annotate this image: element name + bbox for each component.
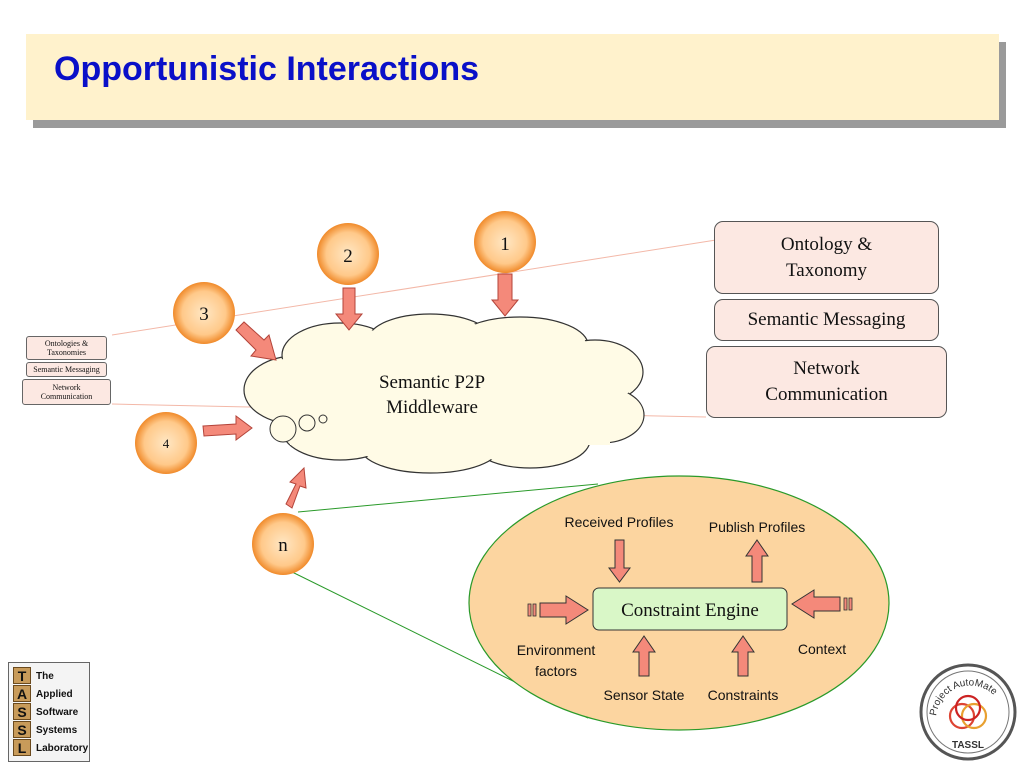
peer1-arrow xyxy=(490,273,520,317)
ontology-line2: Taxonomy xyxy=(786,259,867,281)
middleware-cloud xyxy=(243,313,645,474)
small-network-line1: Network xyxy=(52,383,81,392)
tassl-word-laboratory: Laboratory xyxy=(36,743,89,754)
constraint-engine-label: Constraint Engine xyxy=(621,600,759,621)
sensor-state-arrow xyxy=(632,635,656,677)
slide-title: Opportunistic Interactions xyxy=(54,50,480,88)
publish-profiles-arrow xyxy=(745,539,769,583)
small-messaging-box: Semantic Messaging xyxy=(26,362,107,377)
tassl-letter-t: T xyxy=(13,667,31,684)
cloud-label-line1: Semantic P2P xyxy=(379,372,485,393)
environment-label-line2: factors xyxy=(535,663,577,679)
tassl-letter-s2: S xyxy=(13,721,31,738)
tassl-logo: T A S S L The Applied Software Systems L… xyxy=(8,662,90,762)
network-line2: Communication xyxy=(765,384,888,405)
peer-n-node xyxy=(252,513,314,575)
received-profiles-arrow xyxy=(608,539,631,583)
context-label: Context xyxy=(798,641,846,657)
peer4-arrow xyxy=(202,415,253,441)
tassl-letter-l: L xyxy=(13,739,31,756)
semantic-messaging-box: Semantic Messaging xyxy=(714,299,939,341)
tassl-word-software: Software xyxy=(36,707,79,718)
automate-sub-text: TASSL xyxy=(952,740,984,751)
tassl-word-the: The xyxy=(36,671,54,682)
ontology-taxonomy-box: Ontology & Taxonomy xyxy=(714,221,939,294)
peer-3-label: 3 xyxy=(199,304,209,325)
peer2-arrow xyxy=(334,287,364,331)
constraints-label: Constraints xyxy=(708,687,779,703)
peer-2-label: 2 xyxy=(343,246,353,267)
small-network-box: Network Communication xyxy=(22,379,111,405)
received-profiles-label: Received Profiles xyxy=(565,514,674,530)
cloud-label-line2: Middleware xyxy=(386,397,478,418)
tassl-word-applied: Applied xyxy=(36,689,73,700)
publish-profiles-label: Publish Profiles xyxy=(709,519,806,535)
peer-4-label: 4 xyxy=(163,436,170,451)
small-ontology-box: Ontologies & Taxonomies xyxy=(26,336,107,360)
environment-label-line1: Environment xyxy=(517,642,596,658)
network-line1: Network xyxy=(793,358,860,379)
environment-arrow xyxy=(539,595,589,625)
peer-1-node xyxy=(474,211,536,273)
sensor-state-label: Sensor State xyxy=(604,687,685,703)
small-ontology-line1: Ontologies & xyxy=(44,339,89,348)
small-ontology-line2: Taxonomies xyxy=(47,348,86,357)
small-messaging-label: Semantic Messaging xyxy=(33,365,100,374)
network-communication-box: Network Communication xyxy=(706,346,947,418)
ontology-line1: Ontology & xyxy=(780,233,873,255)
context-arrow xyxy=(791,589,841,619)
small-network-line2: Communication xyxy=(40,392,93,401)
constraints-arrow xyxy=(731,635,755,677)
title-banner xyxy=(26,34,999,120)
zoom-line-top xyxy=(297,483,599,513)
tassl-letter-a: A xyxy=(13,685,31,702)
messaging-label: Semantic Messaging xyxy=(747,309,906,330)
tassl-word-systems: Systems xyxy=(36,725,78,736)
peern-arrow xyxy=(285,466,307,509)
peer-3-node xyxy=(173,282,235,344)
peer-2-node xyxy=(317,223,379,285)
constraint-engine-box xyxy=(592,587,788,631)
peer3-arrow xyxy=(235,321,277,361)
automate-logo: Project AutoMate TASSL xyxy=(919,663,1017,761)
peer-1-label: 1 xyxy=(500,234,510,255)
peer-n-label: n xyxy=(278,535,288,556)
peer-4-node xyxy=(135,412,197,474)
tassl-letter-s1: S xyxy=(13,703,31,720)
